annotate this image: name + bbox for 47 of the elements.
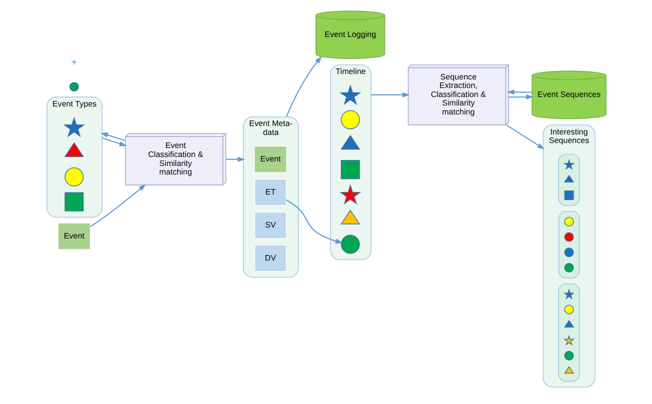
node-circle [564,263,574,273]
node-circle [564,248,574,258]
arrow [100,132,126,142]
cluster [558,154,580,206]
node-triangle [340,134,360,150]
node-box [564,190,574,200]
node-box: Event [57,222,90,250]
label: + [70,57,77,68]
node-circle [64,167,84,186]
node-circle [564,216,574,226]
node-circle [564,232,574,242]
node-circle [340,234,360,254]
arrow [101,137,126,146]
arrow [506,90,532,95]
arrow [506,124,544,150]
node-box: Event [254,146,286,173]
node-star [62,116,85,138]
node-star [339,184,361,205]
node-triangle [64,142,84,157]
node-box: ET [254,178,286,206]
cluster [558,210,580,278]
arrow [226,156,245,162]
cluster: Event Types [46,96,102,218]
node-box: DV [254,244,286,272]
node-circle [564,304,574,314]
node-triangle [563,320,574,328]
node-box: SV [254,212,286,239]
node-circle [564,350,574,360]
cluster [558,284,580,382]
node-triangle [563,366,574,374]
node-circle [68,82,78,92]
node-triangle [563,174,574,182]
node-star [562,334,574,346]
node-star [562,288,574,300]
arrow [508,94,533,100]
node-star [339,84,361,105]
arrow [285,56,322,118]
node-star [562,158,574,170]
node-box [340,160,360,180]
arrow [286,199,342,244]
cluster: Interesting Sequences [542,124,595,388]
cluster: Timeline [330,64,371,260]
node-box [64,192,84,212]
node-triangle [340,210,360,224]
node-circle [340,110,360,130]
arrow [90,184,146,228]
arrow [370,92,410,98]
